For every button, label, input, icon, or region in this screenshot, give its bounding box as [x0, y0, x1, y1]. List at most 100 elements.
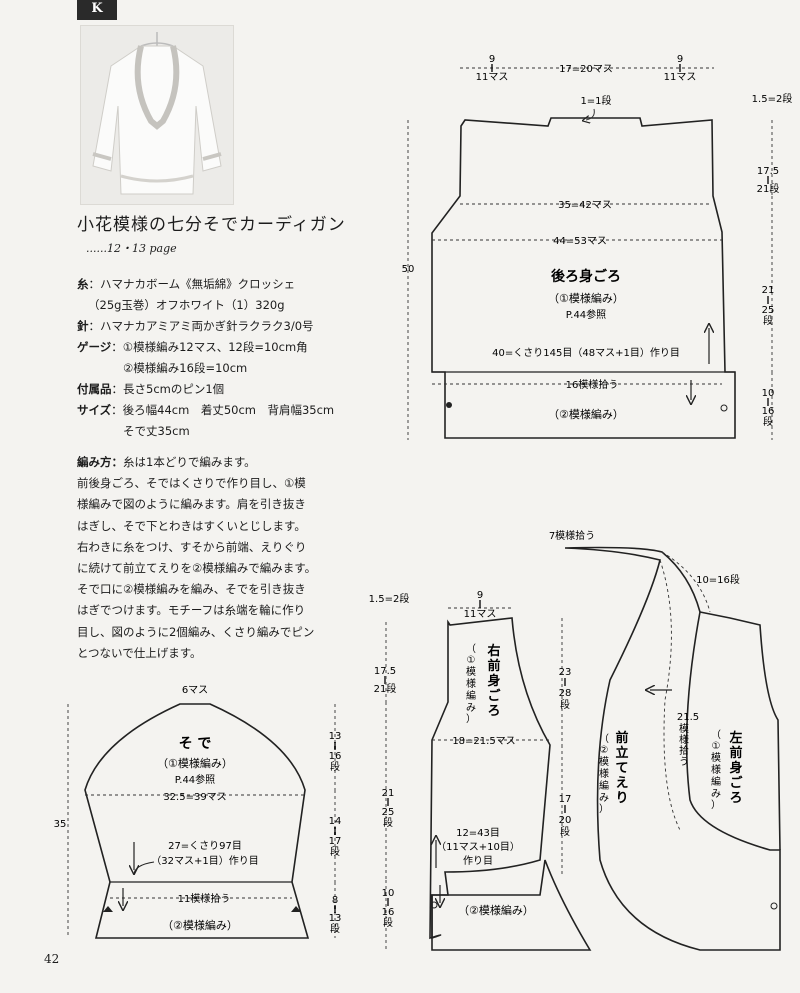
spec-key: サイズ: [77, 403, 112, 417]
sleeve-cuff-4: 段: [330, 922, 340, 935]
fb-p2-1: ②: [600, 745, 609, 756]
back-hem-side-1: 10: [762, 388, 775, 399]
back-top-right-3: 11マス: [664, 72, 697, 83]
back-foundation: 40=くさり145目（48マス+1目）作り目: [492, 347, 680, 359]
right-front-band: [431, 859, 592, 951]
lf-p1-6: ）: [711, 799, 721, 811]
lf-p1-5: み: [711, 789, 721, 800]
sleeve-outline: [84, 703, 310, 939]
back-width35: 35=42マス: [558, 200, 612, 211]
fb-label-2: 立: [615, 745, 628, 761]
rf-upper-3: 28: [559, 688, 572, 699]
back-pickup: 16模様拾う: [566, 378, 619, 391]
fb-label-5: り: [615, 791, 628, 806]
rf-shoulder: 1.5=2段: [369, 592, 410, 605]
back-ref: P.44参照: [566, 308, 606, 321]
rf-p1-5: み: [466, 703, 476, 714]
left-front-outline: [699, 611, 781, 851]
back-height: 50: [402, 264, 415, 275]
rf-side-2: ‖: [386, 797, 390, 806]
rf-p1-3: 様: [466, 677, 476, 690]
cardigan-illustration: [92, 32, 222, 195]
fb-pick215-3: 様: [679, 733, 689, 746]
sleeve-cap-4: 段: [330, 760, 340, 773]
rf-lower-2: ‖: [563, 804, 567, 813]
rf-armhole-2: ‖: [383, 675, 387, 684]
sleeve-cap-1: 13: [329, 731, 342, 742]
page-reference: ......12・13 page: [86, 242, 177, 255]
fb-label-1: 前: [615, 730, 628, 746]
back-hem-side-4: 段: [763, 415, 773, 428]
back-side-1: 21: [762, 285, 775, 296]
method-line: そで口に②模様編みを編み、そでを引き抜き: [77, 582, 306, 597]
fb-pick215-2: 模: [679, 723, 689, 735]
lf-p1-2: 模: [711, 752, 721, 764]
spec-key: 糸: [77, 277, 89, 291]
front-band-outline: [564, 546, 781, 951]
method-line: 様編みで図のように編みます。肩を引き抜き: [77, 497, 306, 512]
rf-foundation-1: 12=43目: [456, 828, 500, 839]
sleeve-width: 32.5=39マス: [163, 792, 226, 803]
rf-hem-2: ‖: [386, 897, 390, 906]
cardigan-photo: [80, 25, 234, 205]
sleeve-pattern1: （①模様編み）: [157, 756, 233, 770]
rf-p1-1: ①: [467, 655, 476, 666]
spec-list: 糸：ハマナカボーム《無垢綿》クロッシェ （25g玉巻）オフホワイト（1）320g…: [77, 274, 334, 442]
spec-key: 針: [77, 319, 89, 333]
rf-lower-3: 20: [559, 815, 572, 826]
spec-row: ゲージ：①模様編み12マス、12段=10cm角: [77, 337, 334, 358]
spec-row: 針：ハマナカアミアミ両かぎ針ラクラク3/0号: [77, 316, 334, 337]
back-side-2: ‖: [766, 295, 770, 304]
fb-p2-0: （: [599, 733, 609, 745]
sleeve-pickup: 11模様拾う: [178, 892, 231, 905]
sleeve-foundation-1: 27=くさり97目: [168, 840, 242, 852]
rf-lower-4: 段: [560, 825, 570, 838]
rf-upper-4: 段: [560, 698, 570, 711]
spec-row: 付属品：長さ5cmのピン1個: [77, 379, 334, 400]
sleeve-height: 35: [54, 819, 67, 830]
method-line: に続けて前立てえりを②模様編みで編みます。: [77, 561, 317, 576]
sleeve-pattern2: （②模様編み）: [162, 918, 238, 932]
back-armhole-1: 17.5: [757, 166, 779, 177]
back-neck: 1=1段: [580, 94, 611, 107]
sleeve-dims: [67, 704, 336, 938]
sleeve-mid-2: ‖: [333, 826, 337, 835]
rf-hem-4: 段: [383, 916, 393, 929]
rf-foundation-3: 作り目: [463, 855, 493, 867]
back-dims: [407, 67, 773, 440]
rf-top-1: 9: [477, 590, 483, 601]
fb-label-3: て: [615, 761, 628, 776]
fb-p2-5: み: [599, 793, 609, 804]
lf-p1-0: （: [711, 729, 721, 741]
rf-p1-4: 編: [466, 689, 476, 702]
lf-p1-3: 様: [711, 763, 721, 776]
rf-side-4: 段: [383, 816, 393, 829]
back-label: 後ろ身ごろ: [551, 268, 621, 285]
back-side-4: 段: [763, 314, 773, 327]
sleeve-top: 6マス: [182, 685, 208, 696]
rf-top-2: ‖: [478, 599, 482, 608]
lf-label-3: 身: [729, 760, 742, 776]
rf-hem-3: 16: [382, 907, 395, 918]
back-top-left-2: ‖: [490, 63, 494, 72]
sleeve-cuff-3: 13: [329, 913, 342, 924]
rf-lower-1: 17: [559, 794, 572, 805]
rf-upper-1: 23: [559, 667, 572, 678]
fb-p2-2: 模: [599, 756, 609, 768]
back-outline: [431, 117, 736, 439]
section-badge: K: [77, 0, 117, 20]
sleeve-ref: P.44参照: [175, 773, 215, 786]
rf-width: 18=21.5マス: [452, 736, 515, 747]
method-line: はぎでつけます。モチーフは糸端を輪に作り: [77, 603, 306, 618]
front-band-diagram: [564, 546, 781, 951]
rf-p1-0: （: [466, 643, 476, 655]
right-front-outline: [429, 617, 551, 940]
rf-hem-1: 10: [382, 888, 395, 899]
spec-value: ：長さ5cmのピン1個: [111, 382, 225, 396]
rf-side-3: 25: [382, 807, 395, 818]
lf-p1-1: ①: [712, 741, 721, 752]
method-text: 編み方：糸は1本どりで編みます。 前後身ごろ、そではくさりで作り目し、①模 様編…: [77, 452, 367, 664]
back-side-3: 25: [762, 305, 775, 316]
fb-label-4: え: [615, 776, 628, 791]
